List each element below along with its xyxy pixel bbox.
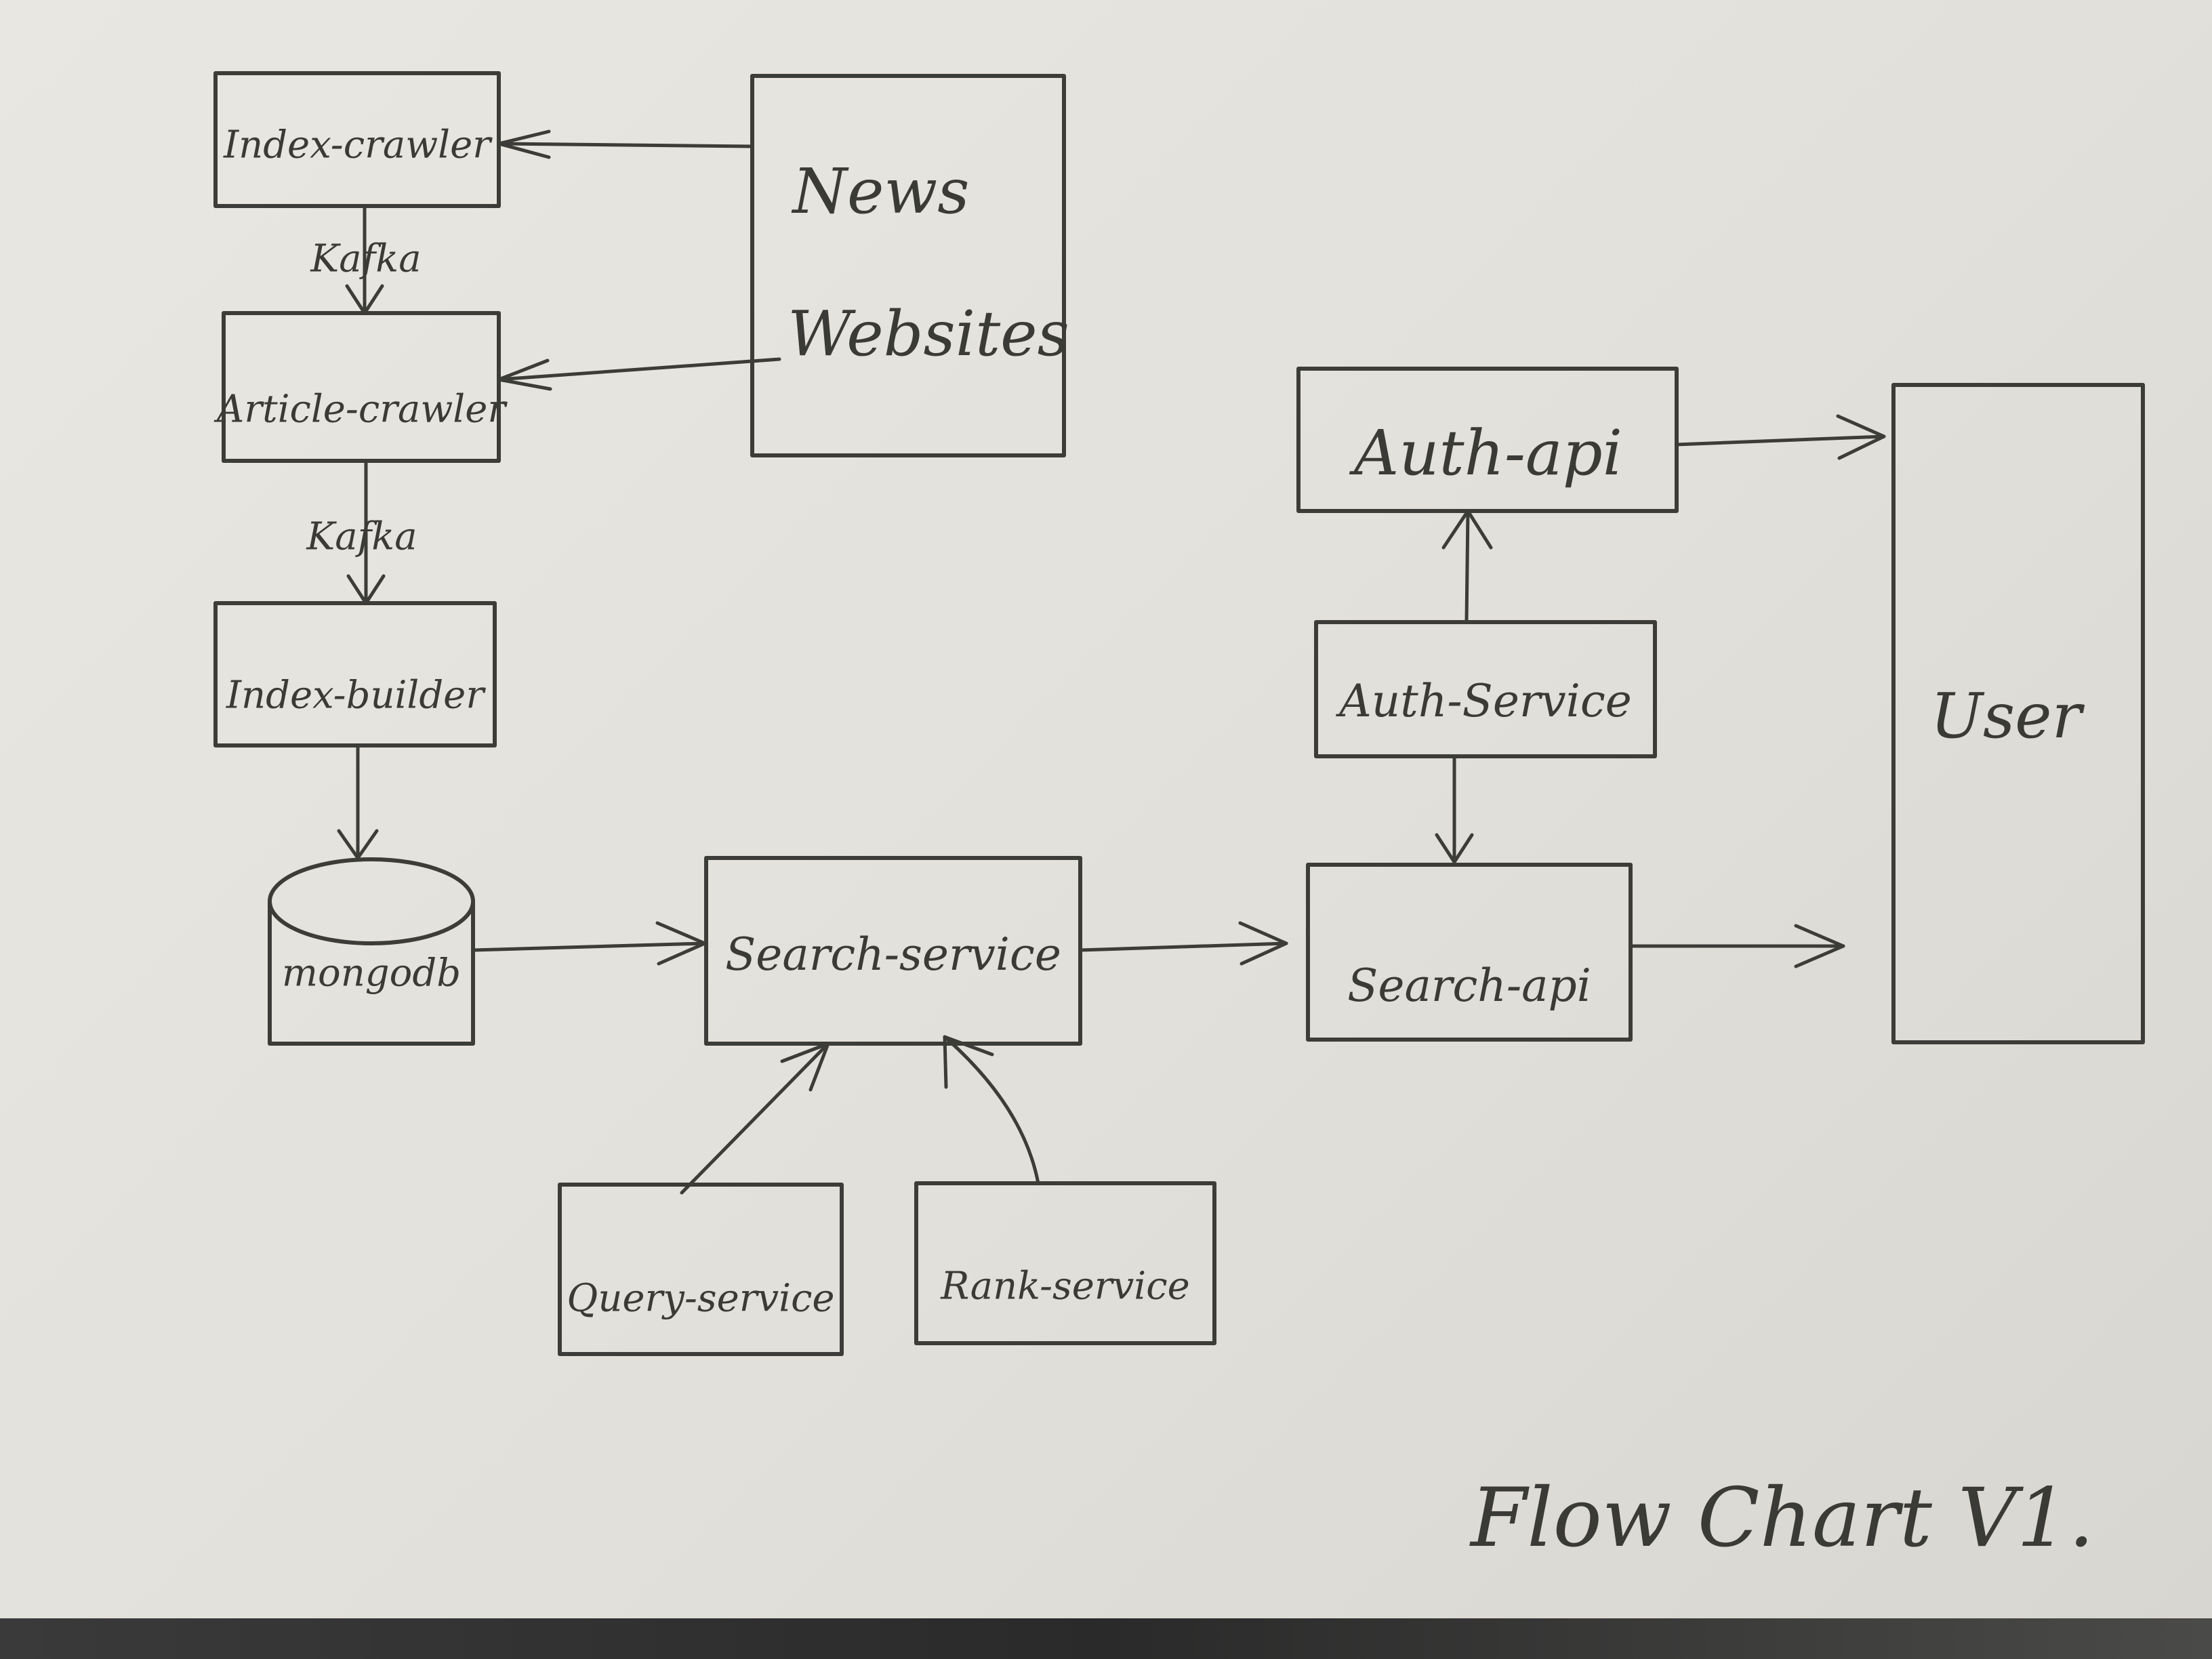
- node-auth-service: Auth-Service: [1314, 620, 1657, 758]
- article-crawler-label: Article-crawler: [213, 388, 508, 432]
- edge-search-api-to-user: [1629, 924, 1845, 968]
- user-label: User: [1930, 680, 2085, 752]
- kafka-label-2: Kafka: [306, 515, 417, 559]
- edge-auth-api-to-user: [1675, 414, 1886, 460]
- node-article-crawler: Article-crawler: [213, 311, 508, 463]
- edge-auth-service-to-search-api: [1435, 754, 1474, 864]
- node-search-service: Search-service: [704, 856, 1082, 1046]
- edge-search-service-to-search-api: [1078, 921, 1288, 966]
- search-service-label: Search-service: [725, 928, 1061, 981]
- node-auth-api: Auth-api: [1296, 367, 1679, 513]
- paper-bottom-edge: [0, 1618, 2212, 1659]
- node-query-service: Query-service: [558, 1183, 844, 1356]
- auth-service-label: Auth-Service: [1335, 675, 1632, 727]
- query-service-label: Query-service: [567, 1277, 834, 1321]
- edge-query-service-to-search-service: [680, 1042, 830, 1195]
- edge-article-crawler-to-index-builder: [346, 459, 386, 605]
- node-index-crawler: Index-crawler: [213, 71, 501, 208]
- edge-news-to-index-crawler: [497, 129, 754, 159]
- edge-auth-service-to-auth-api: [1441, 509, 1493, 624]
- node-index-builder: Index-builder: [213, 601, 497, 747]
- rank-service-label: Rank-service: [940, 1265, 1189, 1309]
- flow-chart-title: Flow Chart V1.: [1469, 1471, 2094, 1565]
- edge-index-builder-to-mongodb: [337, 743, 379, 860]
- edge-index-crawler-to-article-crawler: [345, 204, 384, 315]
- node-rank-service: Rank-service: [914, 1181, 1216, 1345]
- news-websites-label-line2: Websites: [787, 298, 1069, 370]
- edge-news-to-article-crawler: [497, 357, 781, 391]
- node-news-websites: News Websites: [750, 74, 1069, 457]
- node-search-api: Search-api: [1306, 863, 1633, 1042]
- node-mongodb: mongodb: [268, 857, 475, 1046]
- index-crawler-label: Index-crawler: [223, 123, 493, 167]
- index-builder-label: Index-builder: [226, 674, 486, 718]
- node-user: User: [1891, 383, 2145, 1044]
- mongodb-label: mongodb: [282, 951, 461, 996]
- search-api-label: Search-api: [1347, 960, 1591, 1012]
- edge-mongodb-to-search-service: [471, 921, 707, 966]
- auth-api-label: Auth-api: [1349, 417, 1622, 489]
- edge-rank-service-to-search-service: [943, 1035, 1040, 1185]
- kafka-label-1: Kafka: [310, 237, 421, 281]
- news-websites-label-line1: News: [792, 155, 970, 228]
